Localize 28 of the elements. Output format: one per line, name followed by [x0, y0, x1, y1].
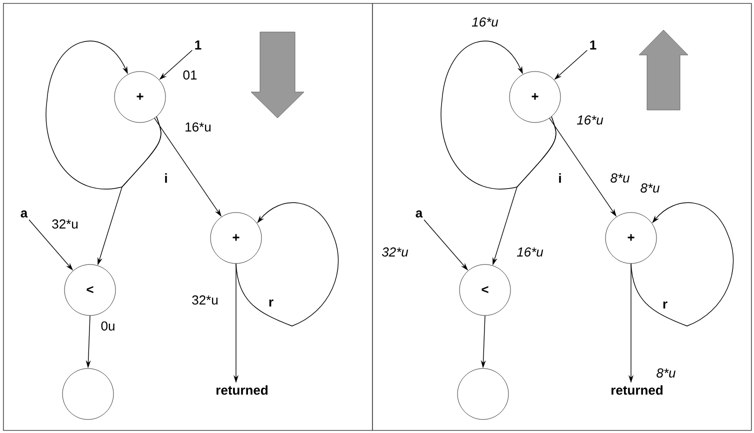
variable-label: 16*u — [576, 114, 604, 126]
node-label: 1 — [195, 40, 202, 50]
panel-frame — [3, 3, 373, 431]
edge-label: 16*u — [470, 16, 500, 28]
variable-label: i — [557, 172, 563, 184]
node-label: a — [20, 210, 28, 218]
edge-label: 8*u — [609, 172, 631, 184]
variable-label: r — [661, 300, 669, 310]
loop-arrow — [236, 202, 339, 326]
node-label: returned — [612, 385, 662, 395]
edge-label: 8*u — [655, 367, 677, 379]
empty-circle — [457, 368, 509, 420]
node-label: a — [416, 210, 423, 218]
node-label: returned — [216, 385, 268, 395]
edge-label: 32*u — [50, 218, 80, 230]
edge-label: 32*u — [380, 246, 410, 258]
empty-circle — [62, 368, 114, 420]
panel-frame — [372, 3, 752, 431]
variable-label: i — [163, 172, 169, 184]
variable-label: 16*u — [184, 121, 212, 133]
edge-label: 16*u — [516, 246, 544, 258]
edge-label: 01 — [182, 69, 198, 81]
edge-label: 8*u — [639, 182, 661, 194]
node-label: 1 — [590, 40, 596, 50]
edge-label: 0u — [100, 320, 116, 332]
edge-label: 32*u — [190, 294, 220, 306]
variable-label: r — [267, 298, 275, 308]
loop-arrow — [630, 202, 734, 326]
